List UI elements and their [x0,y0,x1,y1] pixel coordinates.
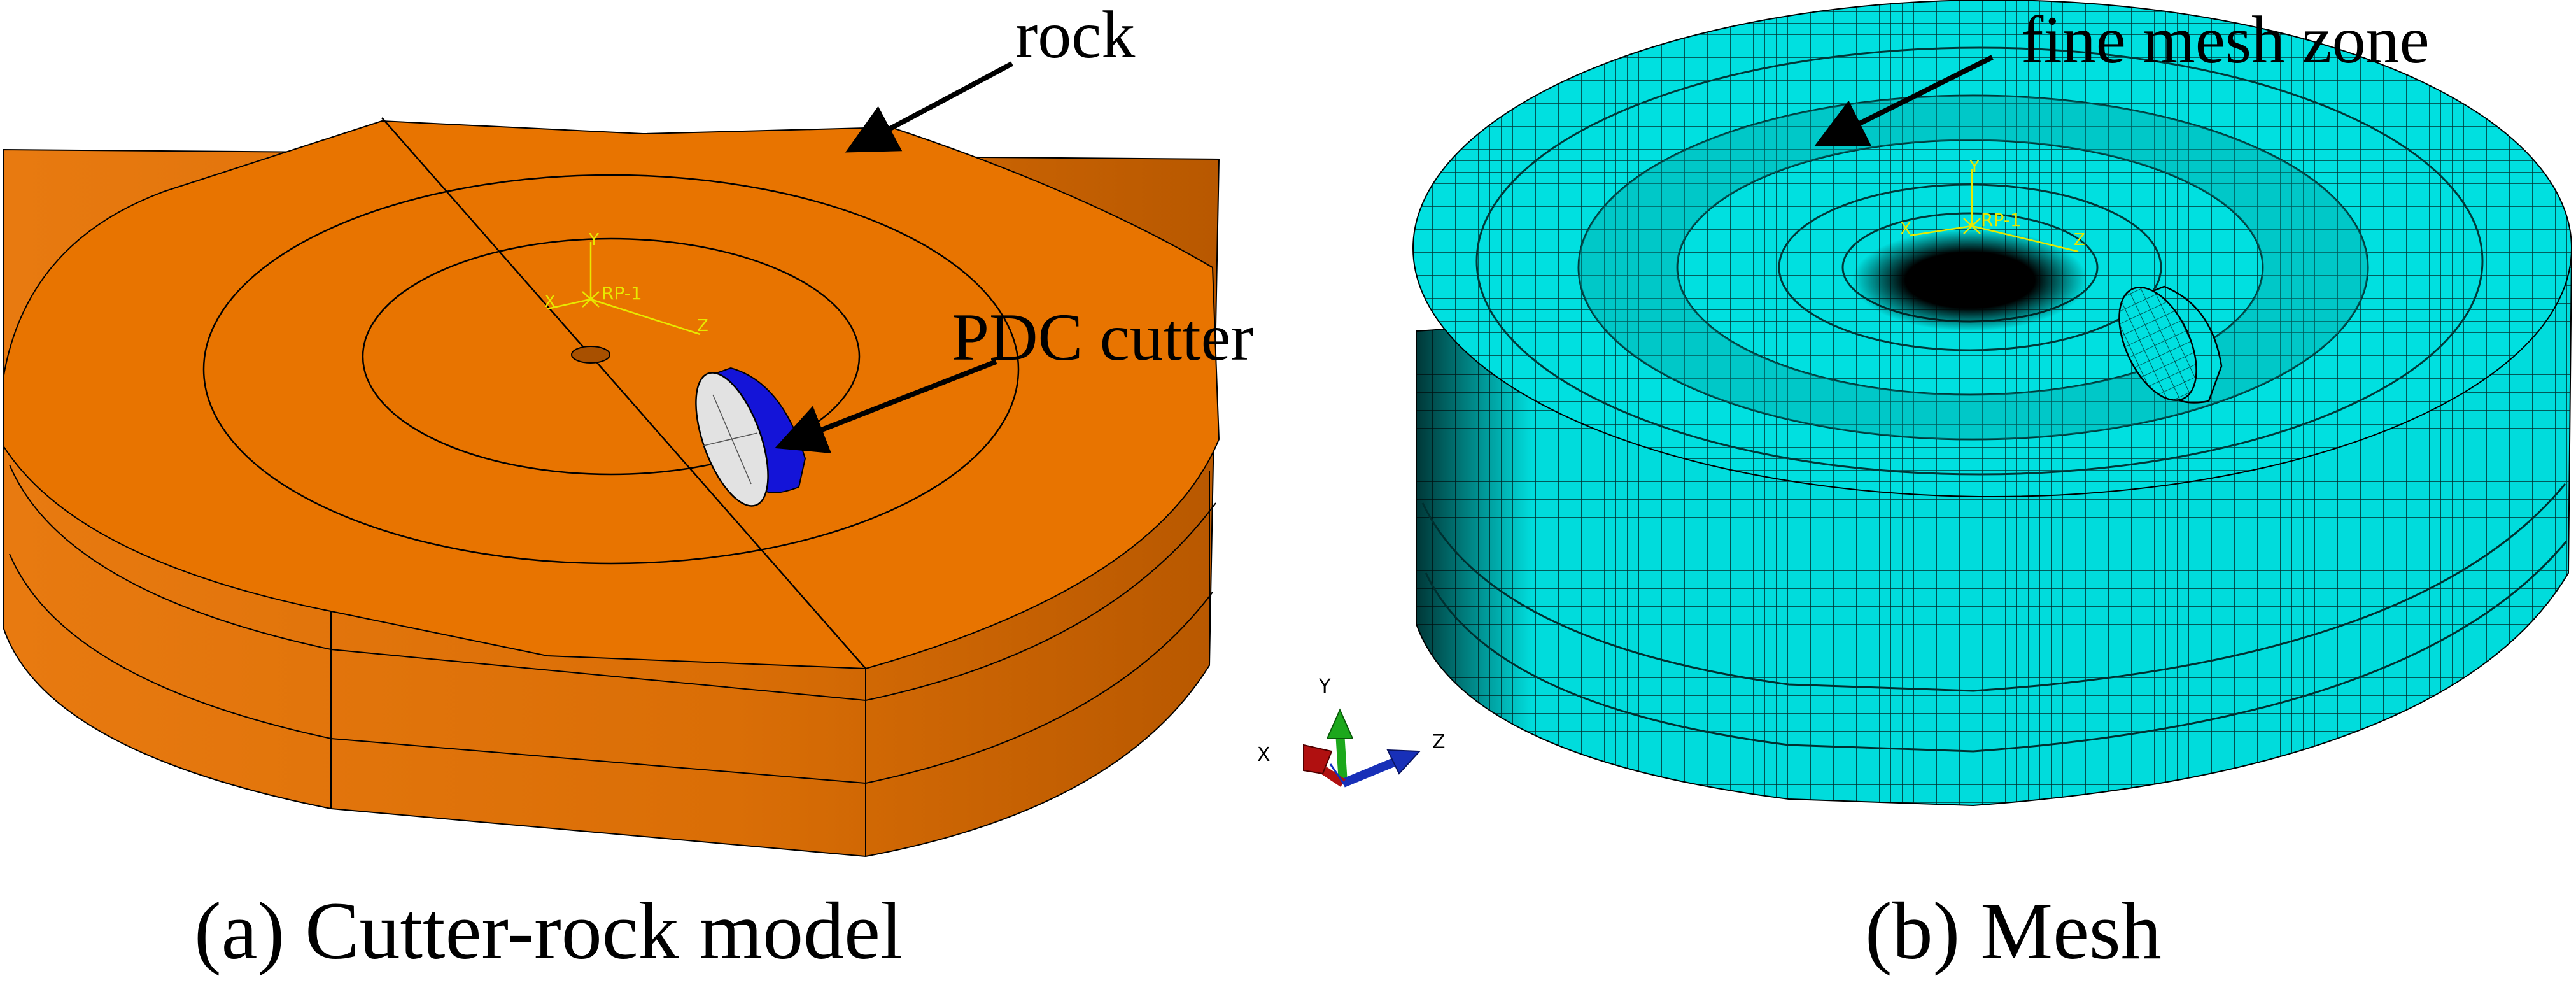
caption-b: (b) Mesh [1865,886,2162,976]
axis-label-z-b: Z [2074,230,2085,250]
label-fine-mesh-zone: fine mesh zone [2021,3,2430,77]
axis-label-x-a: X [544,292,556,311]
axis-label-z-a: Z [697,316,708,336]
reference-axes-b [1909,169,2079,253]
rock-layer-line [9,464,1216,702]
fine-mesh-arrow [1814,55,1994,146]
mesh-cutter [2118,285,2223,404]
panel-b: RP-1 X Y Z fine mesh zone (b) Mesh [1412,0,2573,976]
partition-inner [362,237,861,476]
panel-a: RP-1 X Y Z rock PDC cutter (a) Cutter-ro… [3,0,1253,976]
rock-arrow [845,61,1013,153]
label-rock: rock [1015,0,1135,72]
partition-line [381,117,866,669]
partition-outer [202,174,1020,565]
reference-axes-a [547,242,701,336]
axis-label-x-b: X [1900,220,1911,239]
rock-facet-lines [3,446,1210,856]
coordinate-triad [1303,708,1421,788]
mesh-center-dense [1852,229,2088,331]
cutter-arrow [775,359,997,453]
triad-label-x: X [1257,744,1270,766]
triad-label-z: Z [1432,731,1446,753]
mesh-layer-line [1425,541,2568,753]
ref-point-label-a: RP-1 [602,283,642,304]
triad-label-y: Y [1318,676,1331,698]
mesh-layer-line [1421,483,2566,692]
axis-label-y-a: Y [588,230,599,250]
center-hole [571,346,610,364]
rock-layer-line [9,553,1213,784]
caption-a: (a) Cutter-rock model [194,886,903,976]
ref-point-label-b: RP-1 [1981,209,2022,230]
label-pdc-cutter: PDC cutter [952,300,1253,374]
rock-top [3,120,1220,670]
axis-label-y-b: Y [1969,157,1980,176]
